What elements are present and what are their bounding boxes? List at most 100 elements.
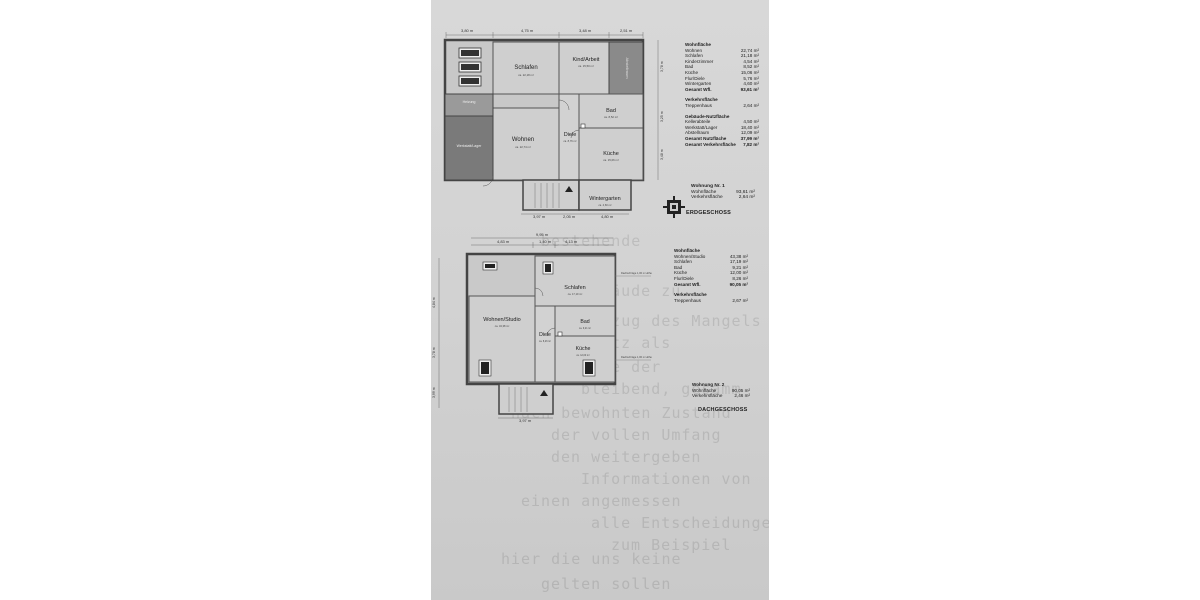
chimney-icon xyxy=(580,123,586,129)
dim-label: 3,97 m xyxy=(533,214,546,219)
document-page: bestehende Gebäude zu Der Bezug des Mang… xyxy=(431,0,769,600)
stair-arrow-icon xyxy=(565,186,573,192)
room-label: Schlafen xyxy=(564,285,585,291)
dim-label: 3,48 m xyxy=(579,28,592,33)
table-title: Gebäude-Nutzfläche xyxy=(685,113,730,119)
summary-title: Wohnung Nr. 2 xyxy=(692,382,725,387)
dim-label: 4,75 m xyxy=(521,28,534,33)
slope-note: Dachschräge 1,00 m Höhe xyxy=(621,355,652,359)
room-diele xyxy=(534,305,556,383)
room-area: ca. 17,19 m² xyxy=(568,292,583,296)
room-area: ca. 8,76 m² xyxy=(564,139,577,143)
dim-label: 9,95 m xyxy=(536,232,549,237)
room-area: ca. 8,52 m² xyxy=(604,115,618,119)
door-swings xyxy=(534,287,556,337)
roof-slope-lines xyxy=(615,275,651,361)
room-area: ca. 15,50 m² xyxy=(578,64,594,68)
door-swings xyxy=(482,99,580,187)
room-area: ca. 43,38 m² xyxy=(495,324,510,328)
room-label: Heizung xyxy=(463,100,476,104)
table-title: Wohnfläche xyxy=(674,248,700,253)
attic-floor-plan: 9,95 m 4,83 m 1,40 m 4,13 m 3,97 m 4,84 … xyxy=(432,232,652,423)
dim-label: 3,97 m xyxy=(519,418,532,423)
room-label: Küche xyxy=(603,151,619,157)
room-area: ca. 8,26 m² xyxy=(539,340,551,343)
ghost-line: der vollen Umfang xyxy=(551,426,722,444)
skylights xyxy=(478,261,596,377)
table-total: Gesamt Wfl.90,05 m² xyxy=(674,281,748,287)
room-label: Wohnen/Studio xyxy=(483,317,521,323)
ground-floor-plan: 3,80 m 4,75 m 3,48 m 2,51 m 3,97 m 2,05 … xyxy=(443,28,685,219)
ghost-line: einen angemessen xyxy=(521,492,682,510)
stair-treads xyxy=(534,183,560,208)
dim-label: 3,25 m xyxy=(660,111,664,122)
room-label: Küche xyxy=(576,346,591,352)
dim-label: 2,05 m xyxy=(563,214,576,219)
room-label: Abstellraum xyxy=(625,57,630,79)
room-kind-arbeit xyxy=(558,41,610,95)
dim-label: 4,83 m xyxy=(497,239,510,244)
room-label: Wintergarten xyxy=(589,196,621,202)
room-bad xyxy=(554,305,616,337)
room-area: ca. 22,74 m² xyxy=(515,145,531,149)
room-label: Kind/Arbeit xyxy=(573,57,600,63)
ghost-line: den weitergeben xyxy=(551,448,702,466)
dim-label: 2,51 m xyxy=(620,28,633,33)
ghost-line: bestehende xyxy=(541,232,642,250)
stair-arrow-icon xyxy=(540,390,548,396)
room-label: Schlafen xyxy=(514,65,537,71)
table-title: Verkehrsfläche xyxy=(674,292,707,298)
ghost-line: alle Entscheidungen xyxy=(591,514,769,532)
room-label: Diele xyxy=(564,132,577,138)
dim-label: 3,78 m xyxy=(432,347,436,358)
room-label: Werkstatt/Lager xyxy=(457,144,482,148)
room-schlafen xyxy=(492,41,560,95)
dim-label: 3,48 m xyxy=(660,149,664,160)
ghost-line: zum Beispiel xyxy=(611,536,732,554)
table-title: Verkehrsfläche xyxy=(685,97,718,103)
room-werkstatt xyxy=(444,115,494,181)
summary-title: Wohnung Nr. 1 xyxy=(691,184,725,189)
dim-label: 1,40 m xyxy=(539,239,552,244)
room-wintergarten xyxy=(578,179,632,211)
ghost-line: gelten sollen xyxy=(541,575,672,593)
chimney-icon xyxy=(557,331,563,337)
room-area: ca. 9,21 m² xyxy=(579,327,591,330)
ghost-line: hier die uns keine xyxy=(501,550,682,568)
dim-label: 4,80 m xyxy=(601,214,614,219)
table-total: Gesamt Wfl.93,61 m² xyxy=(685,86,759,92)
table-title: Wohnfläche xyxy=(685,42,711,47)
slope-note: Dachschräge 1,00 m Höhe xyxy=(621,271,652,275)
room-label: Bad xyxy=(606,108,616,114)
room-area: ca. 15,06 m² xyxy=(603,158,619,162)
storage-dots xyxy=(461,50,479,84)
dim-label: 3,78 m xyxy=(660,61,664,72)
dim-label: 3,99 m xyxy=(432,387,436,398)
staircase xyxy=(522,179,580,211)
room-heizung xyxy=(444,93,494,117)
room-label: Wohnen xyxy=(512,137,534,143)
